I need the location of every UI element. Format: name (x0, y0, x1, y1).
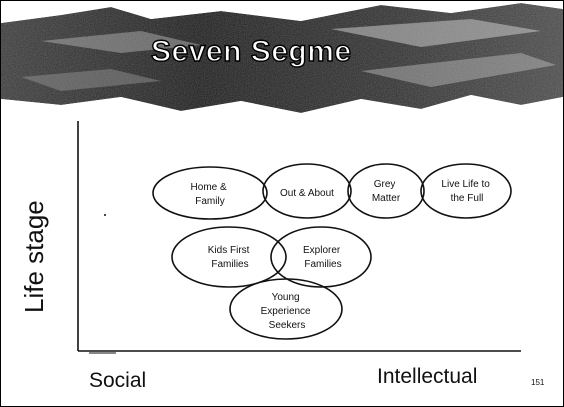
page-number: 151 (531, 378, 545, 387)
segment-ellipse-out-about (262, 163, 352, 219)
segment-ellipse-explorer (270, 226, 372, 288)
x-axis-label-intellectual: Intellectual (377, 365, 478, 388)
x-axis-label-social: Social (89, 369, 147, 392)
scan-speck (104, 214, 106, 216)
segment-label-live-life-full: Live Life to the Full (441, 179, 492, 204)
slide-title: Seven Segme (150, 34, 352, 68)
segment-ellipse-grey-matter (347, 163, 425, 219)
y-axis-label: Life stage (19, 200, 49, 313)
segment-ellipse-home-family (152, 166, 268, 220)
segment-label-young-experience: Young Experience Seekers (261, 292, 314, 331)
segment-label-kids-first: Kids First Families (208, 245, 252, 270)
segment-label-out-about: Out & About (280, 188, 334, 199)
segment-ellipse-kids-first (171, 226, 287, 288)
banner-texture (1, 1, 563, 119)
segment-label-grey-matter: Grey Matter (372, 179, 401, 204)
segment-ellipse-young-experience (229, 278, 343, 340)
segment-label-home-family: Home & Family (191, 182, 230, 207)
segment-label-explorer: Explorer Families (303, 245, 343, 270)
title-banner: Seven Segme (1, 1, 563, 119)
segment-ellipse-live-life-full (420, 163, 512, 219)
